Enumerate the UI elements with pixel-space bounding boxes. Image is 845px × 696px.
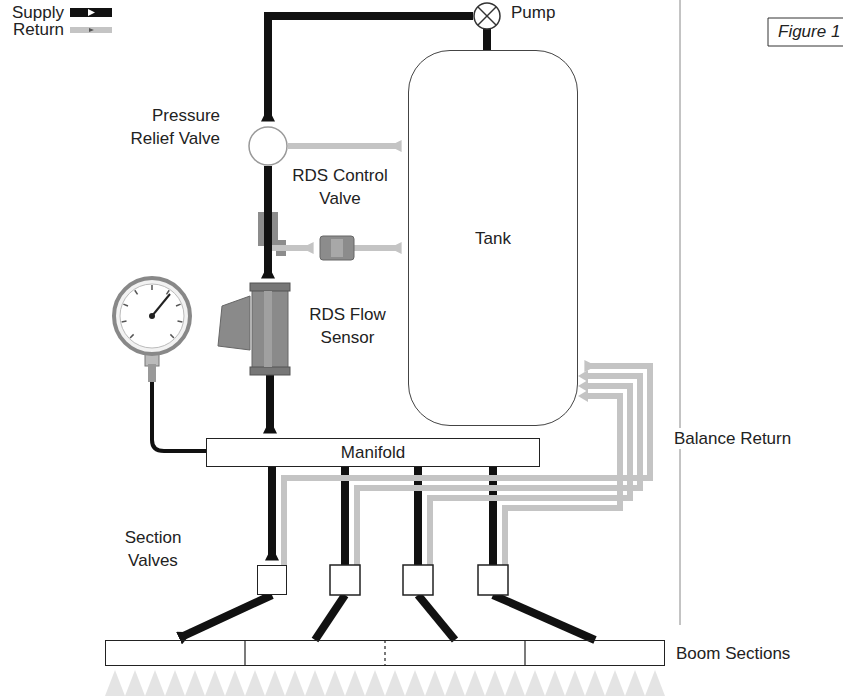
node-label: Tank (475, 228, 511, 249)
supply-pipe (268, 467, 276, 556)
boom-bar: Boom Sections (105, 640, 665, 666)
sensor-wedge (218, 296, 250, 350)
supply-pipe (264, 166, 272, 274)
legend-arrow (70, 8, 112, 17)
tank: Tank (408, 50, 578, 426)
legend-swatch (70, 27, 112, 33)
figure-box (768, 18, 843, 46)
legend-text: Supply (8, 4, 64, 21)
figure-label: Figure 1 (776, 21, 842, 42)
return-pipe (288, 143, 399, 149)
divider-line (680, 0, 681, 625)
node-label: Boom Sections (676, 642, 806, 665)
node-label: Pump (511, 1, 591, 24)
node-label: Section Valves (108, 526, 198, 572)
flow-sensor: RDS Flow Sensor (250, 283, 290, 375)
sensor-outline (250, 283, 290, 375)
return-pipe (354, 245, 399, 251)
relief-valve: Pressure Relief Valve (248, 126, 288, 166)
pressure-gauge (114, 278, 206, 451)
relief-outline (248, 126, 288, 166)
pipe-group-label: Balance Return (672, 428, 793, 449)
supply-pipe (266, 375, 274, 429)
pump-symbol: Pump (473, 2, 501, 30)
pump-outline (473, 2, 501, 30)
manifold: Manifold (206, 438, 540, 467)
boom-dividers (245, 640, 525, 666)
balance-return-heads (578, 370, 588, 402)
section-valve-boxes (330, 565, 508, 595)
valve-outline (320, 236, 354, 260)
legend-row: Return (8, 21, 112, 38)
legend-arrow (70, 27, 112, 36)
legend-row: Supply (8, 4, 112, 21)
node-label: RDS Control Valve (290, 164, 390, 210)
pump-stem (483, 29, 491, 51)
node-label: Manifold (341, 442, 405, 463)
node-label: RDS Flow Sensor (300, 303, 395, 349)
supply-pipe (183, 595, 272, 636)
node-label: Pressure Relief Valve (120, 104, 220, 150)
section-valve: Section Valves (257, 565, 287, 595)
control-valve: RDS Control Valve (320, 236, 354, 260)
legend-swatch (70, 8, 112, 17)
spray-pattern (105, 668, 665, 696)
legend-text: Return (8, 21, 64, 38)
